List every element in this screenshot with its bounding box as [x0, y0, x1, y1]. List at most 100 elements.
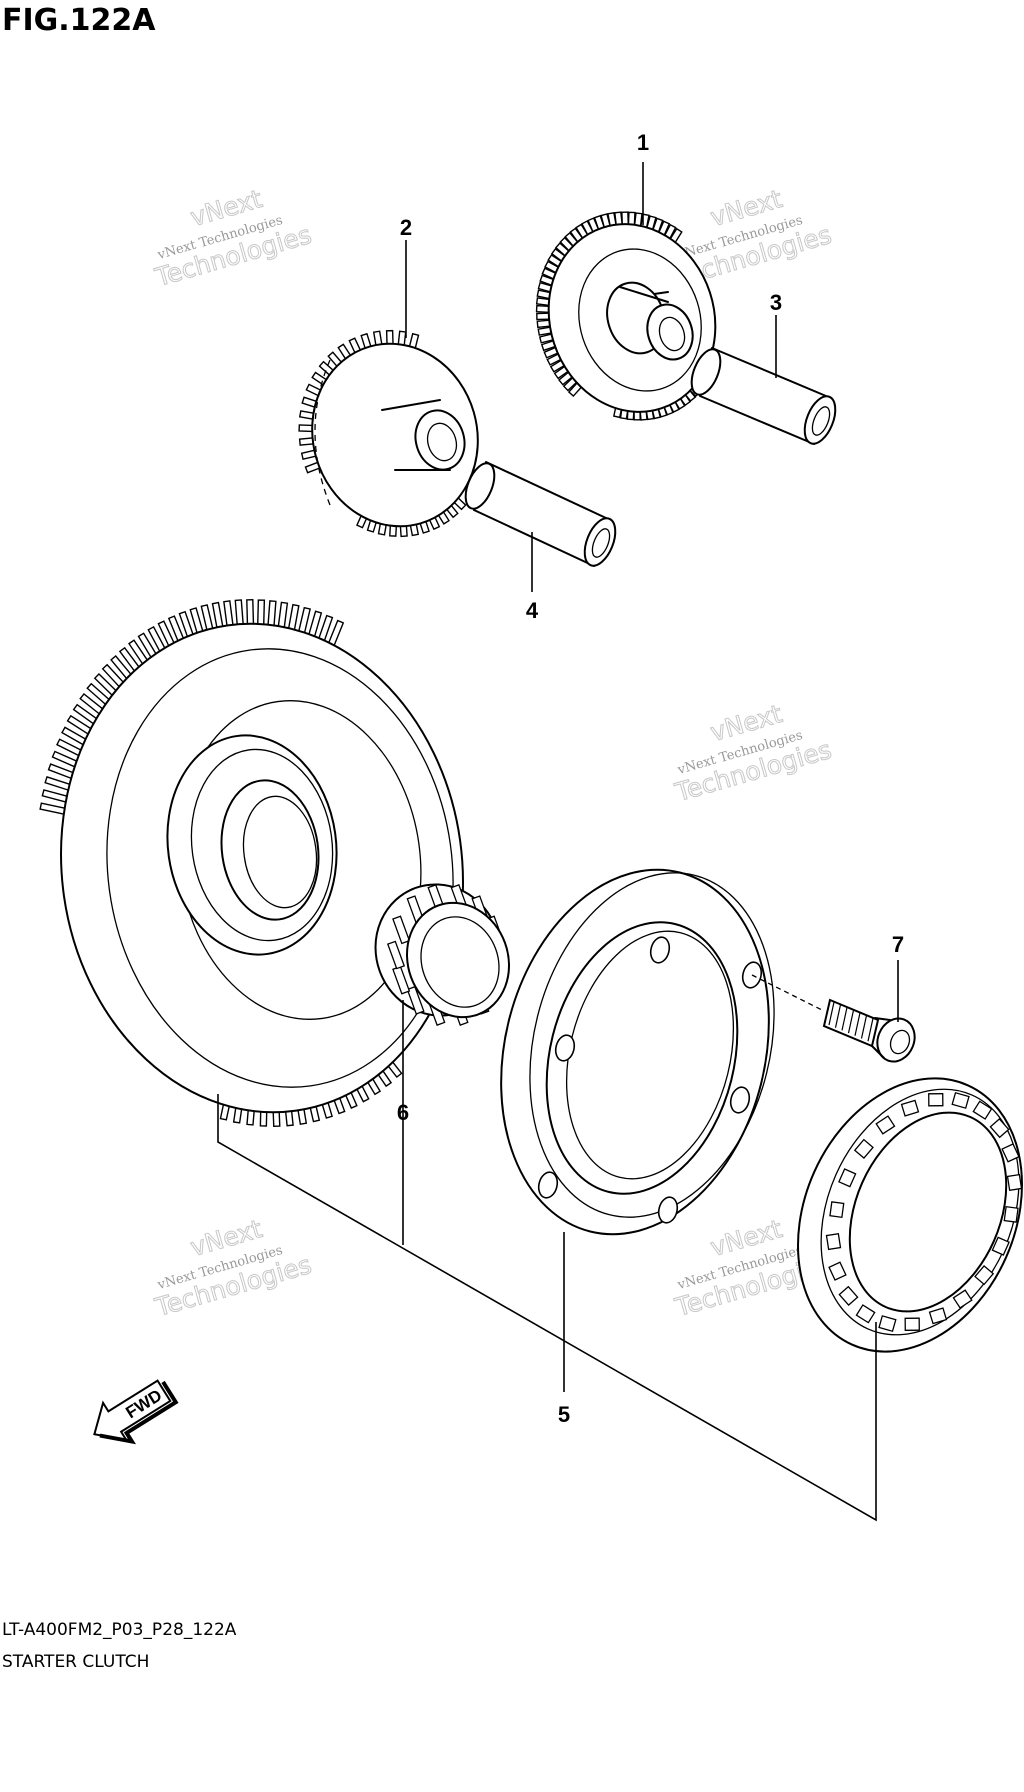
gear-tooth [272, 1112, 281, 1128]
gear-tooth [536, 319, 550, 329]
gear-tooth [267, 600, 277, 626]
gear-tooth [301, 396, 317, 408]
needle-roller [406, 985, 425, 1015]
gear-tooth [547, 254, 562, 268]
gear-tooth [360, 332, 372, 349]
gear-tooth [389, 525, 398, 537]
gear-tooth [318, 614, 334, 641]
gear-tooth [558, 371, 573, 386]
gear-tooth [298, 437, 314, 446]
bolt-hole [554, 1034, 576, 1062]
gear-tooth [305, 383, 321, 397]
gear-tooth [200, 604, 214, 630]
section-title: STARTER CLUTCH [2, 1652, 149, 1672]
clutch-roller [991, 1236, 1010, 1256]
gear-tooth [553, 365, 569, 380]
clutch-roller [828, 1261, 847, 1281]
gear-tooth [446, 505, 459, 519]
part-6-needle-bearing [374, 883, 511, 1026]
clutch-roller [928, 1307, 948, 1325]
gear-tooth [372, 330, 383, 346]
gear-tooth [658, 220, 671, 236]
gear-tooth [544, 260, 559, 274]
needle-roller [386, 940, 406, 970]
clutch-roller [972, 1100, 993, 1120]
callout-7: 7 [892, 932, 904, 957]
gear-tooth [327, 351, 342, 367]
gear-tooth [167, 615, 185, 641]
gear-tooth [539, 274, 554, 286]
gear-tooth [535, 297, 550, 307]
clutch-roller [855, 1304, 876, 1324]
bolt-hole [537, 1171, 559, 1199]
gear-tooth [246, 599, 255, 624]
gear-tooth [537, 326, 552, 336]
gear-tooth [284, 1111, 294, 1127]
clutch-roller [838, 1168, 857, 1188]
bolt-hole [729, 1086, 751, 1114]
gear-tooth [93, 672, 117, 696]
gear-tooth [308, 610, 323, 637]
gear-tooth [219, 1104, 230, 1121]
gear-tooth [399, 525, 408, 538]
bolt-threads [828, 1001, 874, 1042]
part-3-shaft [690, 347, 837, 445]
gear-tooth [304, 461, 321, 474]
callout-1: 1 [637, 130, 649, 155]
figure-title: FIG.122A [2, 3, 156, 38]
clutch-roller [1001, 1143, 1020, 1163]
part-2-idle-gear [298, 329, 479, 538]
clutch-roller [928, 1093, 944, 1107]
part-4-shaft [464, 461, 617, 567]
gear-tooth [614, 211, 623, 225]
gear-tooth [621, 211, 629, 225]
thread-line [847, 1009, 855, 1034]
one-way-clutch [797, 1077, 1023, 1353]
gear-tooth [39, 802, 65, 815]
gear-tooth [66, 714, 92, 735]
gear-tooth [367, 1078, 382, 1096]
clutch-roller [952, 1289, 973, 1309]
gear-tooth [562, 377, 578, 392]
gear-tooth [298, 410, 314, 420]
clutch-roller [951, 1091, 970, 1109]
gear-tooth [613, 408, 623, 419]
clutch-roller [838, 1285, 859, 1306]
gear-tooth [44, 776, 71, 791]
gear-tooth [118, 646, 140, 672]
clutch-roller [974, 1265, 995, 1286]
thread-line [860, 1015, 868, 1039]
watermark: vNext vNext Technologies Technologies [151, 184, 315, 293]
gear-tooth [356, 1086, 370, 1103]
gear-tooth [397, 330, 407, 345]
callouts: 1 2 3 4 5 6 7 [397, 130, 904, 1427]
gear-tooth [223, 600, 234, 626]
gear-tooth [549, 359, 565, 373]
gear-tooth [541, 267, 557, 280]
gear-tooth [259, 1111, 268, 1127]
gear-tooth [147, 625, 166, 652]
callout-2: 2 [400, 215, 412, 240]
clutch-roller [989, 1118, 1010, 1139]
gear-tooth [101, 663, 124, 687]
gear-tooth [318, 360, 334, 376]
gear-tooth [297, 1109, 308, 1125]
gear-tooth [366, 520, 377, 533]
gear-tooth [664, 223, 677, 239]
clutch-roller [853, 1138, 874, 1159]
starter-driven-gear [39, 599, 464, 1128]
clutch-roller [904, 1317, 920, 1331]
gear-teeth [39, 599, 403, 1128]
callout-6: 6 [397, 1100, 409, 1125]
gear-tooth [535, 304, 549, 313]
gear-tooth [385, 329, 394, 344]
leader-lines [217, 162, 899, 1522]
gear-tooth [300, 449, 316, 460]
gear-tooth [246, 1110, 255, 1126]
gear-tooth [345, 1092, 358, 1109]
gear-tooth [137, 632, 157, 658]
gear-tooth [377, 523, 387, 536]
bolt-hole [649, 936, 671, 964]
gear-tooth [627, 211, 636, 225]
gear-tooth [287, 603, 300, 630]
